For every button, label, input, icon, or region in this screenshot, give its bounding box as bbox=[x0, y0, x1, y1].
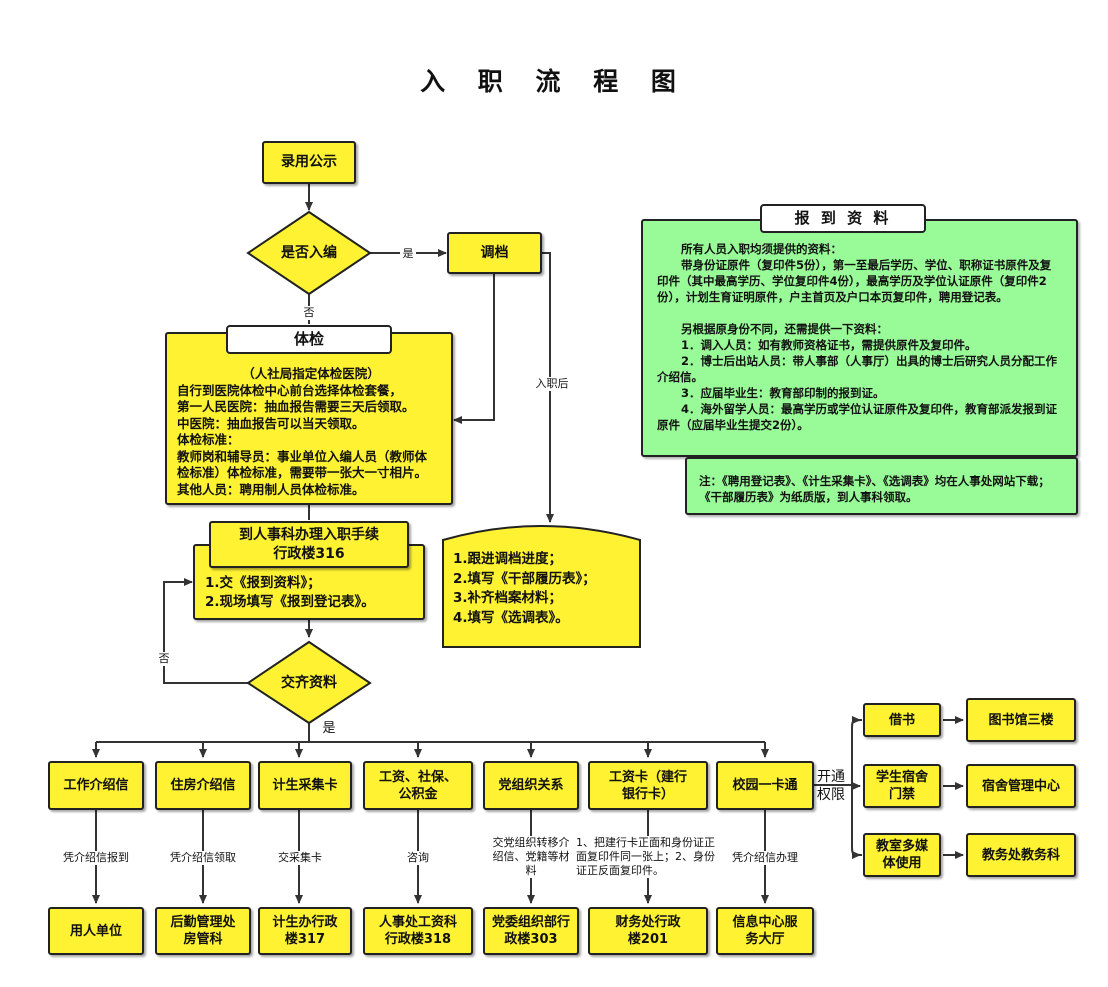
hr-office-heading-line2: 行政楼316 bbox=[273, 545, 345, 562]
report-item3: 3．应届毕业生：教育部印制的报到证。 bbox=[681, 386, 885, 400]
after-entry-line1: 1.跟进调档进度； bbox=[453, 551, 563, 567]
decision-establishment-diamond bbox=[246, 210, 372, 296]
open-access-line1: 开通 bbox=[817, 769, 845, 785]
branch-bottom-finance: 财务处行政楼201 bbox=[588, 907, 708, 955]
report-item4: 4．海外留学人员：最高学历或学位认证原件及复印件，教育部派发报到证原件（应届毕业… bbox=[657, 402, 1057, 432]
arrow-docs-no-loop bbox=[163, 578, 248, 684]
access-library: 图书馆三楼 bbox=[966, 698, 1076, 742]
branch-label-party: 交党组织转移介绍信、党籍等材料 bbox=[489, 836, 573, 878]
report-item1: 1．调入人员：如有教师资格证书，需提供原件及复印件。 bbox=[681, 338, 977, 352]
branch-bottom-hr-salary: 人事处工资科行政楼318 bbox=[363, 907, 473, 955]
physical-exam-line: 第一人民医院：抽血报告需要三天后领取。 bbox=[177, 399, 415, 414]
physical-exam-line: 中医院：抽血报告可以当天领取。 bbox=[177, 415, 365, 431]
physical-exam-box: （人社局指定体检医院） 自行到医院体检中心前台选择体检套餐， 第一人民医院：抽血… bbox=[165, 332, 453, 505]
edge-label-yes-top: 是 bbox=[400, 247, 416, 261]
branch-top-salary: 工资、社保、公积金 bbox=[363, 761, 473, 810]
access-dorm-center: 宿舍管理中心 bbox=[966, 764, 1076, 808]
branch-label-housing-letter: 凭介绍信领取 bbox=[155, 851, 251, 865]
report-materials-heading: 报 到 资 料 bbox=[760, 204, 926, 233]
edge-label-no-top: 否 bbox=[301, 306, 317, 320]
hr-office-line2: 2.现场填写《报到登记表》。 bbox=[205, 594, 375, 610]
edge-label-no-loop: 否 bbox=[156, 652, 172, 666]
branch-label-birth-card: 交采集卡 bbox=[270, 851, 330, 865]
after-entry-text: 1.跟进调档进度； 2.填写《干部履历表》； 3.补齐档案材料； 4.填写《选调… bbox=[453, 550, 633, 628]
access-classroom-media: 教室多媒体使用 bbox=[863, 833, 941, 877]
branch-top-salary-card: 工资卡（建行银行卡） bbox=[588, 761, 708, 810]
branch-bottom-info-center: 信息中心服务大厅 bbox=[716, 907, 814, 955]
physical-exam-line: 其他人员：聘用制人员体检标准。 bbox=[177, 481, 365, 497]
physical-exam-line: 检标准）体检标准，需要带一张大一寸相片。 bbox=[177, 465, 428, 480]
branch-top-party: 党组织关系 bbox=[483, 761, 579, 810]
announce-box: 录用公示 bbox=[262, 141, 356, 184]
page-title: 入 职 流 程 图 bbox=[420, 67, 688, 96]
after-entry-line3: 3.补齐档案材料； bbox=[453, 590, 563, 606]
report-para1: 所有人员入职均须提供的资料： bbox=[681, 242, 842, 256]
report-materials-box: 所有人员入职均须提供的资料： 带身份证原件（复印件5份），第一至最后学历、学位、… bbox=[641, 219, 1078, 457]
branch-bottom-party-org: 党委组织部行政楼303 bbox=[483, 907, 579, 955]
branch-top-campus-card: 校园一卡通 bbox=[716, 761, 814, 810]
physical-exam-line: 教师岗和辅导员：事业单位入编人员（教师体 bbox=[177, 448, 428, 464]
after-entry-line4: 4.填写《选调表》。 bbox=[453, 609, 569, 626]
decision-documents-label: 交齐资料 bbox=[281, 675, 337, 691]
access-dorm-gate: 学生宿舍门禁 bbox=[863, 764, 941, 808]
branch-label-work-letter: 凭介绍信报到 bbox=[50, 851, 142, 865]
hr-office-heading-line1: 到人事科办理入职手续 bbox=[239, 526, 379, 543]
report-item2: 2．博士后出站人员：带人事部（人事厅）出具的博士后研究人员分配工作介绍信。 bbox=[657, 354, 1057, 384]
branch-top-birth-card: 计生采集卡 bbox=[258, 761, 352, 810]
hr-office-heading: 到人事科办理入职手续 行政楼316 bbox=[209, 521, 409, 568]
branch-top-work-letter: 工作介绍信 bbox=[48, 761, 144, 810]
physical-exam-line: 体检标准： bbox=[177, 432, 240, 447]
physical-exam-line: （人社局指定体检医院） bbox=[242, 366, 380, 381]
arrow-file-to-exam bbox=[453, 274, 495, 424]
branch-label-campus-card: 凭介绍信办理 bbox=[722, 851, 808, 865]
hr-office-line1: 1.交《报到资料》； bbox=[205, 575, 321, 591]
report-note-box: 注：《聘用登记表》、《计生采集卡》、《选调表》均在人事处网站下载；《干部履历表》… bbox=[685, 457, 1078, 515]
edge-label-after-entry: 入职后 bbox=[532, 377, 572, 391]
decision-documents-diamond bbox=[246, 640, 372, 725]
edge-label-yes-bottom: 是 bbox=[322, 721, 336, 736]
branch-top-housing-letter: 住房介绍信 bbox=[155, 761, 251, 810]
branch-label-salary-card: 1、把建行卡正面和身份证正面复印件同一张上；2、身份证正反面复印件。 bbox=[576, 836, 722, 878]
after-entry-shape bbox=[442, 525, 641, 648]
physical-exam-heading: 体检 bbox=[226, 325, 392, 354]
report-note: 注：《聘用登记表》、《计生采集卡》、《选调表》均在人事处网站下载；《干部履历表》… bbox=[699, 474, 1050, 504]
open-access-line2: 权限 bbox=[817, 787, 845, 803]
branch-bottom-employer: 用人单位 bbox=[48, 907, 144, 955]
decision-establishment-label: 是否入编 bbox=[281, 245, 337, 261]
access-academic-office: 教务处教务科 bbox=[966, 833, 1076, 877]
branch-bottom-logistics: 后勤管理处房管科 bbox=[155, 907, 251, 955]
report-para3: 另根据原身份不同，还需提供一下资料： bbox=[681, 322, 888, 336]
arrow-file-to-after-entry bbox=[542, 252, 554, 523]
access-borrow-books: 借书 bbox=[863, 703, 941, 737]
edge-label-open-access: 开通 权限 bbox=[814, 768, 848, 804]
branch-label-salary: 咨询 bbox=[400, 851, 436, 865]
branch-bottom-family-planning: 计生办行政楼317 bbox=[258, 907, 352, 955]
physical-exam-line: 自行到医院体检中心前台选择体检套餐， bbox=[177, 382, 403, 398]
after-entry-line2: 2.填写《干部履历表》； bbox=[453, 570, 596, 587]
file-transfer-box: 调档 bbox=[447, 232, 542, 274]
report-para2: 带身份证原件（复印件5份），第一至最后学历、学位、职称证书原件及复印件（其中最高… bbox=[657, 258, 1052, 304]
